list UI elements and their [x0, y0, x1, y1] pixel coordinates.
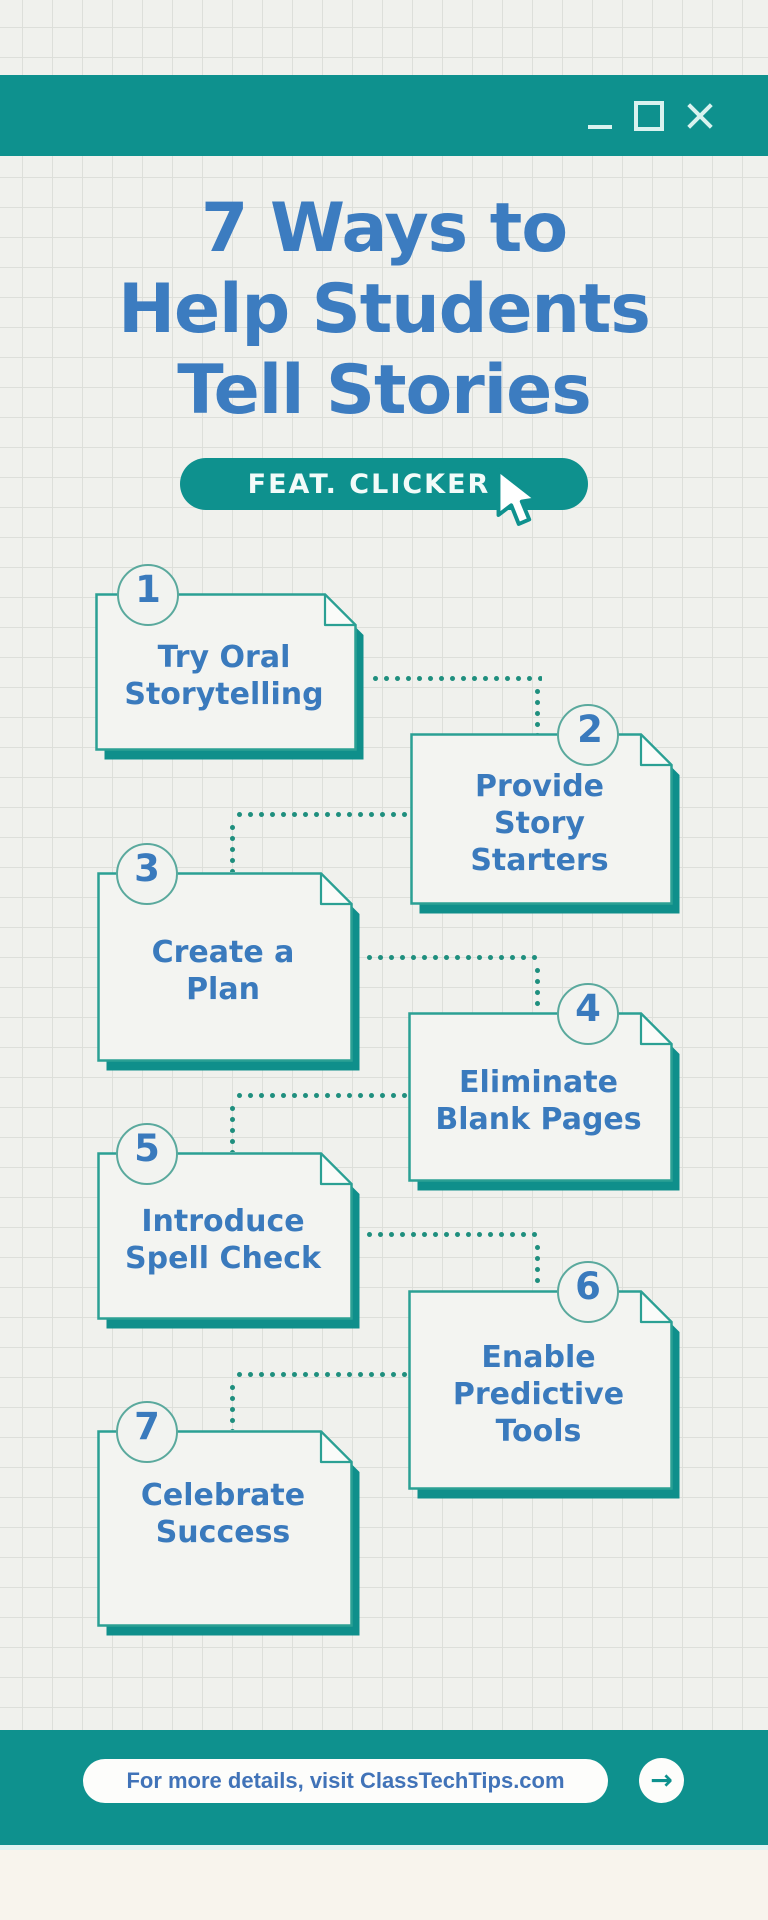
note-card-paper — [97, 1401, 360, 1636]
footer-bar: For more details, visit ClassTechTips.co… — [0, 1730, 768, 1845]
arrow-right-icon: → — [650, 1765, 673, 1796]
connector-dotted-2-3-vertical — [230, 820, 235, 872]
window-title-bar — [0, 75, 768, 156]
page-title-line-2: Help Students — [118, 270, 651, 349]
folded-corner-icon — [639, 1290, 673, 1324]
connector-dotted-4-5-horizontal — [232, 1093, 408, 1098]
note-card-paper — [95, 564, 364, 760]
card-number-badge: 1 — [135, 568, 161, 611]
card-title: Eliminate Blank Pages — [414, 1022, 663, 1180]
card-title-line: Try Oral — [157, 640, 291, 675]
note-card-paper — [97, 843, 360, 1071]
connector-dotted-2-3-horizontal — [232, 812, 410, 817]
card-number-badge: 5 — [134, 1127, 160, 1170]
cursor-arrow-icon — [496, 468, 538, 526]
card-title: Celebrate Success — [103, 1440, 343, 1587]
connector-dotted-5-6-horizontal — [362, 1232, 542, 1237]
minimize-icon[interactable] — [588, 103, 612, 129]
footer-link-text: For more details, visit ClassTechTips.co… — [126, 1768, 565, 1793]
card-title: Create a Plan — [103, 882, 343, 1060]
connector-dotted-6-7-vertical — [230, 1380, 235, 1430]
card-title-line: Plan — [186, 972, 260, 1007]
folded-corner-icon — [319, 1152, 353, 1186]
note-card-6: 6 Enable Predictive Tools — [408, 1261, 680, 1499]
card-title-line: Blank Pages — [435, 1102, 642, 1137]
maximize-icon[interactable] — [634, 100, 664, 131]
folded-corner-icon — [639, 1012, 673, 1046]
card-number-badge: 3 — [134, 847, 160, 890]
card-title: Try Oral Storytelling — [101, 603, 347, 749]
card-title-line: Eliminate — [459, 1065, 618, 1100]
connector-dotted-3-4-horizontal — [362, 955, 542, 960]
note-card-paper — [97, 1123, 360, 1329]
card-number-badge: 4 — [575, 987, 601, 1030]
note-card-4: 4 Eliminate Blank Pages — [408, 983, 680, 1191]
footer-arrow-button[interactable]: → — [639, 1758, 684, 1803]
connector-dotted-3-4-vertical — [535, 963, 540, 1011]
footer-seam-line — [0, 1845, 768, 1850]
card-number-badge: 7 — [134, 1405, 160, 1448]
footer-link-pill[interactable]: For more details, visit ClassTechTips.co… — [83, 1759, 608, 1803]
card-title-line: Predictive — [452, 1376, 625, 1412]
connector-dotted-1-2-horizontal — [368, 676, 542, 681]
page-title-line-3: Tell Stories — [177, 351, 591, 430]
connector-dotted-5-6-vertical — [535, 1240, 540, 1288]
card-number-badge: 2 — [577, 708, 603, 751]
close-icon[interactable] — [686, 102, 714, 130]
folded-corner-icon — [319, 1430, 353, 1464]
connector-dotted-6-7-horizontal — [232, 1372, 408, 1377]
note-card-3: 3 Create a Plan — [97, 843, 360, 1071]
card-title-line: Introduce — [141, 1204, 305, 1239]
bottom-margin-strip — [0, 1850, 768, 1920]
card-title-line: Success — [155, 1514, 291, 1550]
card-title-line: Enable — [481, 1339, 596, 1375]
card-title-line: Spell Check — [125, 1241, 321, 1276]
feat-clicker-badge: FEAT. CLICKER — [180, 458, 588, 526]
card-title-line: Create a — [151, 935, 295, 970]
page-title-line-1: 7 Ways to — [200, 189, 568, 268]
window-controls — [588, 75, 714, 156]
card-number-badge: 6 — [575, 1265, 601, 1308]
folded-corner-icon — [323, 593, 357, 627]
card-title-line: Storytelling — [124, 677, 324, 712]
note-card-paper — [410, 704, 680, 914]
note-card-2: 2 Provide Story Starters — [410, 704, 680, 914]
card-title-line: Starters — [470, 842, 609, 878]
badge-label: FEAT. CLICKER — [247, 468, 491, 500]
card-title-line: Celebrate — [140, 1477, 306, 1513]
card-title-line: Tools — [495, 1413, 582, 1449]
note-card-7: 7 Celebrate Success — [97, 1401, 360, 1636]
note-card-1: 1 Try Oral Storytelling — [95, 564, 364, 760]
card-title-line: Story — [494, 805, 585, 841]
page-title: 7 Ways to Help Students Tell Stories — [0, 188, 768, 431]
folded-corner-icon — [319, 872, 353, 906]
card-title: Provide Story Starters — [416, 743, 663, 903]
card-title-line: Provide — [474, 768, 605, 804]
card-title: Introduce Spell Check — [103, 1162, 343, 1318]
folded-corner-icon — [639, 733, 673, 767]
connector-dotted-4-5-vertical — [230, 1101, 235, 1152]
note-card-5: 5 Introduce Spell Check — [97, 1123, 360, 1329]
connector-dotted-1-2-vertical — [535, 684, 540, 734]
note-card-paper — [408, 983, 680, 1191]
card-title: Enable Predictive Tools — [414, 1300, 663, 1488]
note-card-paper — [408, 1261, 680, 1499]
